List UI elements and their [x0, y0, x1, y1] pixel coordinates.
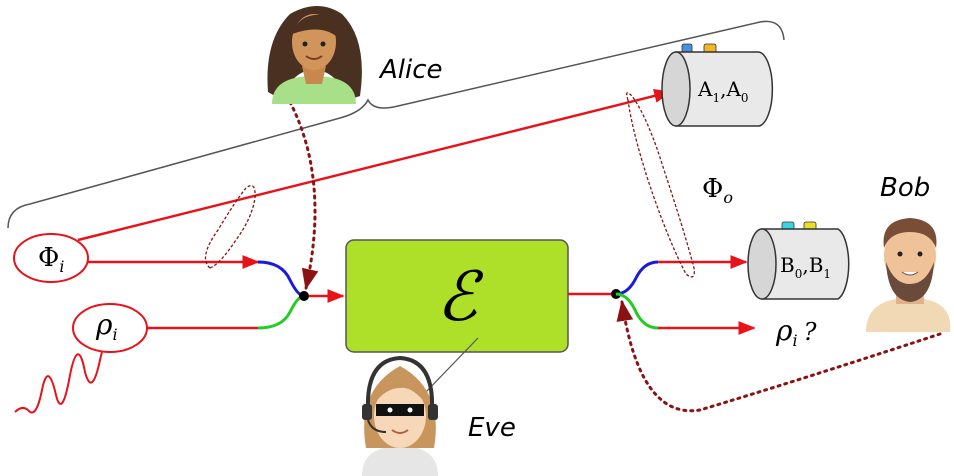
combiner-green-arm [257, 294, 305, 330]
combiner-blue-arm [257, 260, 305, 298]
alice-brace [7, 20, 785, 229]
eve-label: Eve [468, 413, 516, 443]
phi-in-label: Φi [38, 243, 64, 276]
splitter-blue-arm [615, 260, 659, 296]
rho-in-label: ρi [95, 308, 118, 344]
bob-avatar [866, 218, 951, 332]
input-junction [299, 291, 309, 301]
channel-symbol: ℰ [436, 258, 484, 337]
wavy-source [14, 329, 131, 414]
phi-in-ellipse [13, 233, 89, 283]
rho-out-label: ρi? [775, 314, 817, 350]
alice-label: Alice [378, 55, 443, 85]
splitter-green-arm [615, 292, 659, 330]
phi-out-label: Φo [702, 174, 733, 207]
alice-detector: A1,A0 [661, 43, 774, 127]
rho-in-ellipse [72, 303, 148, 353]
beam-to-alice-detector [77, 89, 672, 242]
eve-avatar [362, 355, 438, 476]
eve-connector [423, 337, 479, 395]
entanglement-loop-left [204, 184, 256, 269]
svg-text:A1,A0: A1,A0 [697, 77, 749, 105]
bob-control-line [616, 299, 942, 413]
bob-label: Bob [880, 173, 930, 203]
bob-detector: B0,B1 [747, 221, 850, 300]
svg-text:B0,B1: B0,B1 [780, 253, 831, 281]
alice-control-line [288, 100, 319, 291]
alice-avatar [267, 6, 362, 104]
entanglement-loop-right [626, 92, 695, 278]
channel-box [345, 239, 569, 353]
